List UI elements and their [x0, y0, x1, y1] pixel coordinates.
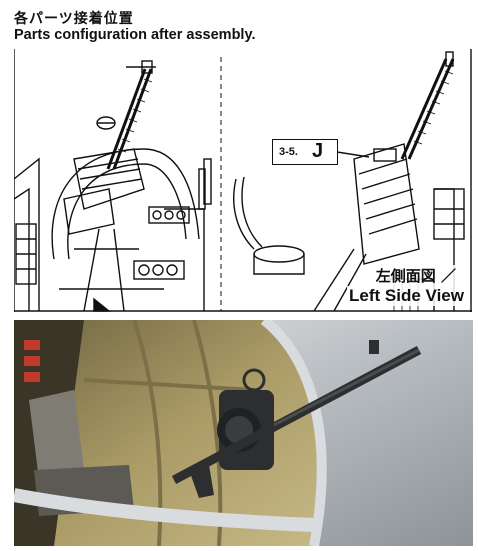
callout-step-number: 3-5.: [279, 146, 298, 158]
view-label-japanese: 左側面図 ／: [373, 265, 458, 286]
diagram-line-art: [14, 49, 472, 312]
assembled-model-photo: [14, 320, 473, 546]
view-label-english: Left Side View: [347, 286, 466, 306]
title-japanese: 各パーツ接着位置: [14, 11, 134, 27]
callout-part-letter: J: [312, 140, 324, 162]
title-english: Parts configuration after assembly.: [14, 27, 256, 43]
assembly-diagram: [14, 49, 472, 312]
part-callout: 3-5. J: [272, 139, 338, 165]
photo-illustration: [14, 320, 473, 546]
